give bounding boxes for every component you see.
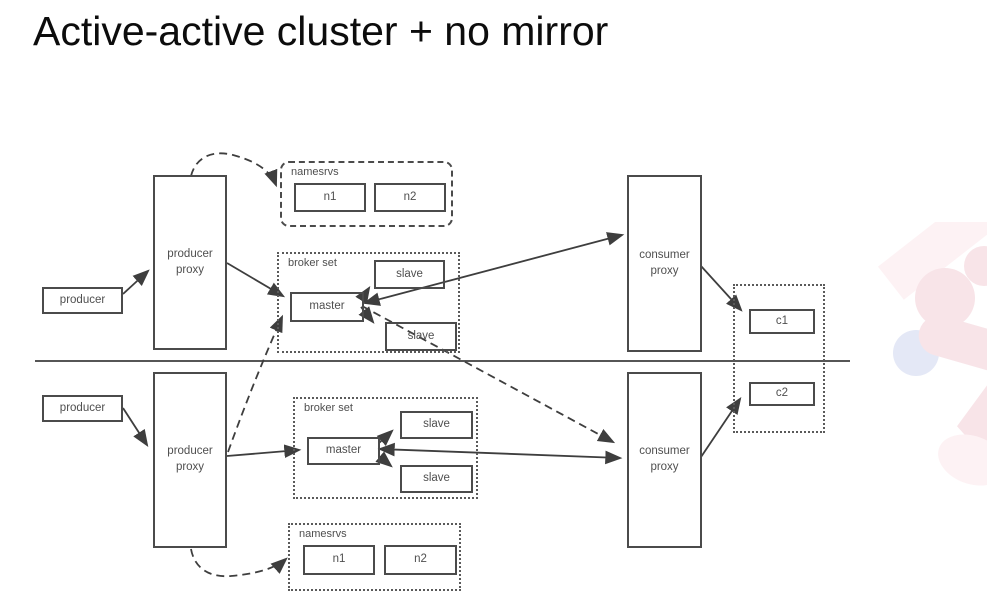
slave-box-bottom-2: slave (400, 465, 473, 493)
c1-box: c1 (749, 309, 815, 334)
n1-box-bottom: n1 (303, 545, 375, 575)
slave-box-bottom-1: slave (400, 411, 473, 439)
arrow-producer-to-proxy-top (122, 269, 150, 295)
master-box-bottom: master (307, 437, 380, 465)
arrow-proxy-to-master-bottom (226, 444, 302, 459)
consumer-proxy-box-top: consumer proxy (627, 175, 702, 352)
namesrvs-label-top: namesrvs (291, 166, 339, 178)
broker-set-group-bottom: broker set master slave slave (293, 397, 478, 499)
slave-box-top-1: slave (374, 260, 445, 289)
broker-set-label-top: broker set (288, 257, 337, 269)
namesrvs-group-top: namesrvs n1 n2 (280, 161, 453, 227)
producer-box-top: producer (42, 287, 123, 314)
n1-box-top: n1 (294, 183, 366, 212)
c2-box: c2 (749, 382, 815, 406)
n2-box-bottom: n2 (384, 545, 457, 575)
broker-set-label-bottom: broker set (304, 402, 353, 414)
logo-watermark (857, 222, 987, 502)
master-box-top: master (290, 292, 364, 322)
arrow-producer-to-proxy-bottom (122, 407, 149, 448)
slide-title: Active-active cluster + no mirror (33, 8, 609, 54)
producer-proxy-box-top: producer proxy (153, 175, 227, 350)
arrow-bottomproxy-to-top-master (227, 314, 283, 453)
slave-box-top-2: slave (385, 322, 457, 351)
arrow-proxy-to-master-top (226, 262, 286, 298)
namesrvs-label-bottom: namesrvs (299, 528, 347, 540)
namesrvs-group-bottom: namesrvs n1 n2 (288, 523, 461, 591)
watermark-circle-small (964, 246, 987, 286)
producer-box-bottom: producer (42, 395, 123, 422)
n2-box-top: n2 (374, 183, 446, 212)
producer-proxy-box-bottom: producer proxy (153, 372, 227, 548)
arrow-proxy-to-namesrvs-bottom (190, 548, 288, 578)
broker-set-group-top: broker set master slave slave (277, 252, 460, 353)
consumers-group: c1 c2 (733, 284, 825, 433)
consumer-proxy-box-bottom: consumer proxy (627, 372, 702, 548)
